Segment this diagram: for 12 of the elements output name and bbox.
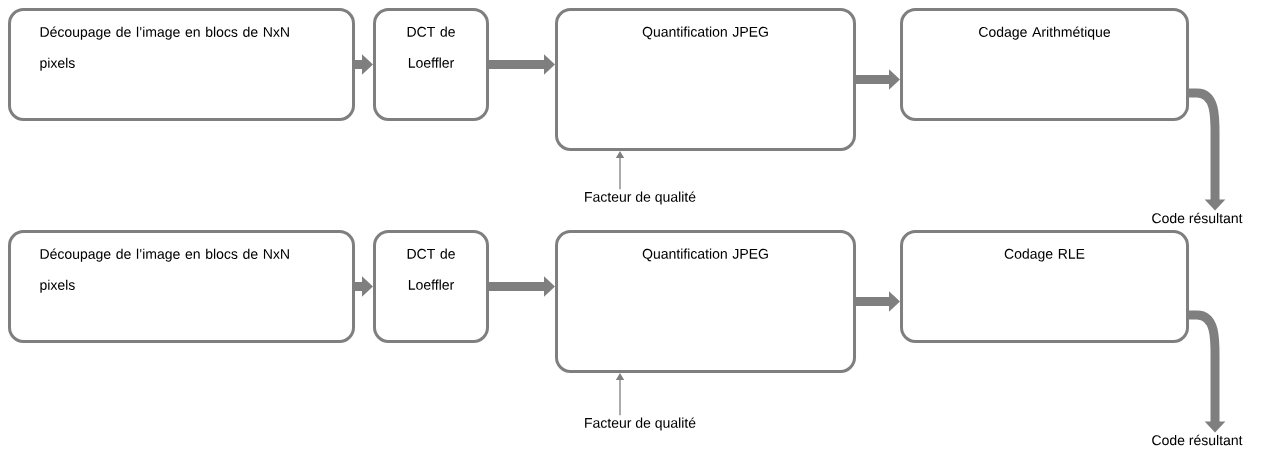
process-box: Quantification JPEG (555, 230, 856, 373)
node-label: Code résultant (1152, 434, 1243, 446)
process-box: DCT de Loeffler (373, 8, 489, 121)
process-box: Quantification JPEG (555, 8, 856, 151)
process-box: DCT de Loeffler (373, 230, 489, 343)
node-label: Code résultant (1152, 212, 1243, 224)
node-label: Facteur de qualité (585, 417, 696, 431)
process-box: Découpage de l’image en blocs de NxN pixels (8, 8, 355, 121)
process-box: Découpage de l’image en blocs de NxN pixels (8, 230, 355, 343)
process-box: Codage Arithmétique (900, 8, 1189, 121)
node-label: Facteur de qualité (585, 191, 696, 205)
process-box: Codage RLE (900, 230, 1189, 343)
